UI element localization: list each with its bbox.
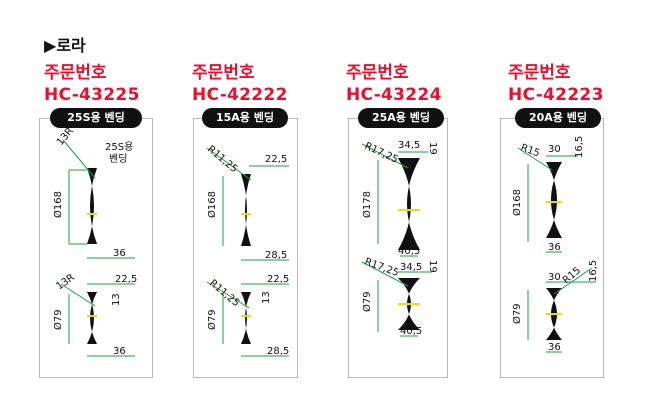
roller-body	[87, 168, 97, 244]
width-label: 36	[548, 342, 561, 353]
radius-label: 13R	[55, 126, 76, 148]
bending-badge: 15A용 벤딩	[202, 108, 288, 128]
small-roller	[527, 267, 596, 353]
leader-line	[60, 283, 96, 307]
product-card-3: 주문번호 HC-43224	[346, 62, 478, 106]
roller-body	[546, 162, 562, 238]
width-label: 36	[113, 248, 126, 259]
width-label: 40,5	[400, 326, 422, 337]
bending-badge: 25S용 벤딩	[50, 108, 142, 128]
width-label: 28,5	[267, 346, 289, 357]
side-label: 16,5	[574, 136, 585, 158]
radius-label: R15	[561, 265, 583, 286]
top-width-label: 22,5	[115, 274, 137, 285]
top-width-label: 30	[548, 144, 561, 155]
diameter-label: Ø168	[52, 191, 64, 218]
radius-label: R11,25	[207, 278, 241, 309]
leader-line	[517, 147, 553, 171]
top-width-label: 30	[548, 272, 561, 283]
product-card-4: 주문번호 HC-42223	[508, 62, 640, 106]
product-card-1: 주문번호 HC-43225	[44, 62, 176, 106]
radius-label: R17,25	[363, 256, 400, 279]
note-label: 25S용	[105, 141, 133, 153]
diameter-label: Ø79	[206, 309, 218, 330]
roller-drawing-1: Ø168 13R 36 25S용 벤딩 Ø79 13R 22,5 13 36	[52, 126, 137, 357]
leader-line	[206, 281, 250, 309]
order-label: 주문번호	[44, 63, 107, 83]
large-roller	[517, 147, 578, 253]
drawing-panel-4	[500, 118, 604, 378]
top-width-label: 22,5	[265, 154, 287, 165]
roller-body	[398, 158, 420, 250]
top-width-label: 34,5	[400, 262, 422, 273]
leader-line	[62, 139, 96, 179]
side-label: 13	[111, 293, 122, 306]
side-label: 16,5	[588, 260, 599, 282]
order-label: 주문번호	[508, 63, 571, 83]
order-code: HC-43224	[346, 85, 442, 105]
leader-line	[553, 267, 593, 295]
diameter-label: Ø79	[511, 303, 523, 324]
side-label: 13	[261, 291, 272, 304]
large-roller	[62, 139, 135, 259]
leader-line	[361, 261, 409, 287]
product-card-2: 주문번호 HC-42222	[192, 62, 324, 106]
order-label: 주문번호	[192, 63, 255, 83]
diameter-label: Ø79	[52, 309, 64, 330]
width-label: 36	[548, 242, 561, 253]
section-title-text: 로라	[56, 36, 86, 55]
bending-badge: 25A용 벤딩	[358, 108, 444, 128]
bending-badge: 20A용 벤딩	[515, 108, 601, 128]
small-roller	[60, 283, 135, 357]
note-label: 벤딩	[109, 153, 127, 165]
radius-label: R17,25	[363, 141, 400, 166]
drawing-panel-1	[39, 118, 153, 378]
small-roller	[206, 281, 289, 357]
leader-line	[361, 143, 409, 169]
diameter-label: Ø168	[511, 189, 523, 216]
roller-drawing-2: Ø168 R11,25 22,5 28,5 Ø79 R11,25 22,5 13…	[205, 144, 289, 357]
width-label: 28,5	[265, 250, 287, 261]
roller-drawing-3: Ø178 R17,25 34,5 19 40,5 Ø79 R17,25 34,5…	[361, 140, 438, 337]
roller-drawing-4: Ø168 R15 30 16,5 36 Ø79 R15 30 16,5 36	[511, 136, 599, 353]
width-label: 40,5	[398, 246, 420, 257]
diameter-label: Ø79	[361, 291, 373, 312]
side-label: 19	[427, 142, 438, 155]
roller-body	[241, 174, 251, 246]
leader-line	[206, 147, 252, 181]
large-roller	[361, 143, 428, 257]
roller-body	[87, 292, 97, 344]
large-roller	[206, 147, 289, 261]
radius-label: R15	[519, 142, 541, 159]
order-code: HC-42223	[508, 85, 604, 105]
order-label: 주문번호	[346, 63, 409, 83]
top-width-label: 22,5	[267, 274, 289, 285]
diameter-label: Ø168	[206, 191, 218, 218]
side-label: 19	[427, 260, 438, 273]
radius-label: R11,25	[205, 144, 239, 175]
width-label: 36	[113, 346, 126, 357]
order-code: HC-42222	[192, 85, 288, 105]
order-code: HC-43225	[44, 85, 140, 105]
diameter-label: Ø178	[361, 191, 373, 218]
top-width-label: 34,5	[398, 140, 420, 151]
section-title: ▶로라	[44, 32, 86, 56]
roller-body	[241, 292, 251, 344]
radius-label: 13R	[54, 272, 76, 292]
play-icon: ▶	[44, 36, 57, 55]
small-roller	[361, 261, 432, 337]
